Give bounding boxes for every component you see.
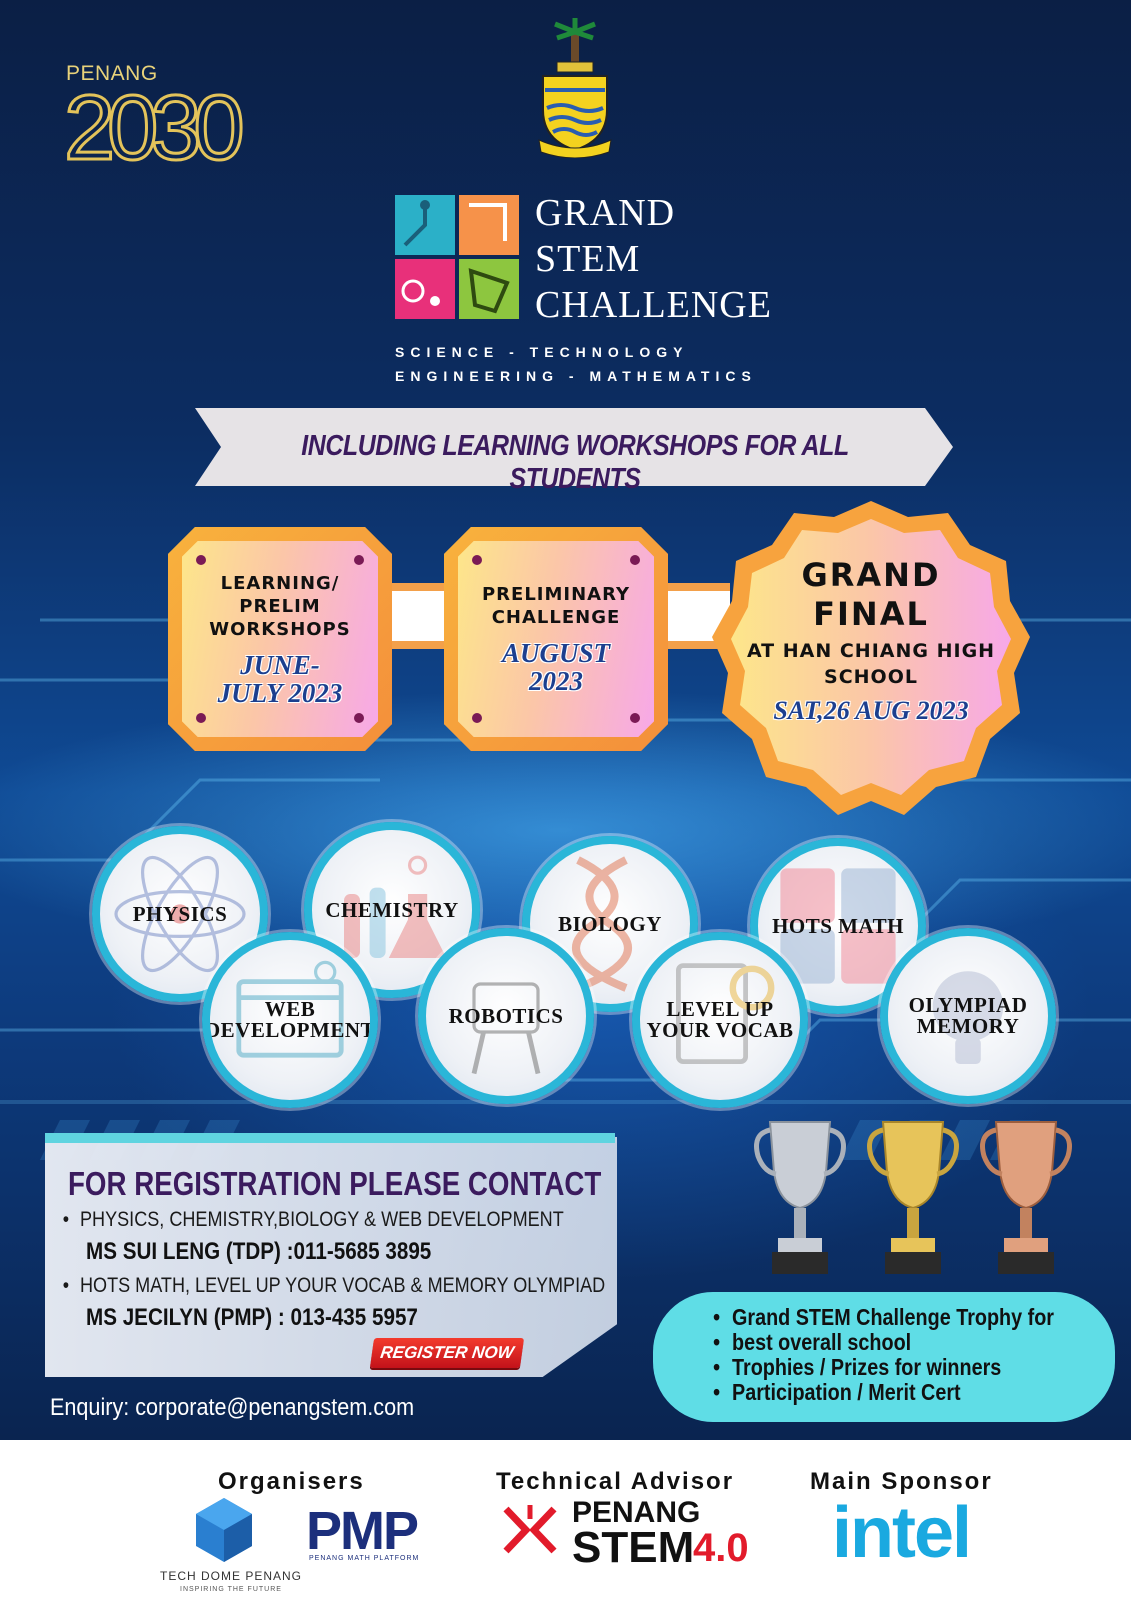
penang-stem-version: 4.0 — [693, 1526, 749, 1570]
subtitle-line-2: ENGINEERING - MATHEMATICS — [395, 368, 757, 384]
enquiry-email[interactable]: Enquiry: corporate@penangstem.com — [50, 1394, 415, 1421]
sponsor-footer — [0, 1440, 1131, 1600]
registration-contact-2: MS JECILYN (PMP) : 013-435 5957 — [86, 1304, 418, 1331]
tech-dome-tagline: INSPIRING THE FUTURE — [180, 1586, 282, 1593]
stage-date: AUGUST 2023 — [501, 638, 610, 696]
math-operators-icon — [780, 868, 896, 984]
subject-label: ROBOTICS — [448, 1003, 564, 1028]
organisers-label: Organisers — [218, 1468, 365, 1495]
penang-stem-name: PENANG — [572, 1496, 701, 1529]
registration-group-1: PHYSICS, CHEMISTRY,BIOLOGY & WEB DEVELOP… — [63, 1208, 564, 1232]
stage-title: PRELIMINARY CHALLENGE — [481, 584, 631, 628]
rivet-dot — [354, 713, 364, 723]
event-title: GRAND STEM CHALLENGE — [535, 190, 772, 328]
grand-final-venue: AT HAN CHIANG HIGH SCHOOL — [746, 640, 996, 688]
atom-icon — [114, 855, 246, 973]
silver-trophy-icon — [754, 1121, 846, 1274]
stage-preliminary: PRELIMINARY CHALLENGE AUGUST 2023 — [444, 527, 668, 751]
rivet-dot — [196, 555, 206, 565]
vocabulary-icon — [676, 963, 775, 1064]
subject-web-development: WEB DEVELOPMENT — [202, 932, 378, 1108]
prize-item: best overall school — [713, 1330, 1054, 1356]
gold-trophy-icon — [867, 1121, 959, 1274]
subject-olympiad-memory: OLYMPIAD MEMORY — [880, 928, 1056, 1104]
intel-logo: intel — [832, 1493, 972, 1573]
subtitle-line-1: SCIENCE - TECHNOLOGY — [395, 344, 689, 360]
title-line-3: CHALLENGE — [535, 284, 772, 326]
technical-advisor-label: Technical Advisor — [496, 1468, 735, 1495]
subject-robotics: ROBOTICS — [418, 928, 594, 1104]
pmp-logo: PMP — [306, 1501, 419, 1561]
rivet-dot — [630, 713, 640, 723]
subject-label: WEB DEVELOPMENT — [205, 997, 376, 1042]
robot-icon — [471, 982, 541, 1075]
registration-heading: FOR REGISTRATION PLEASE CONTACT — [68, 1165, 602, 1202]
dna-icon — [572, 856, 632, 992]
penang-stem-logo-icon — [503, 1505, 557, 1554]
subject-label: CHEMISTRY — [325, 897, 459, 922]
grand-final-title: GRAND FINAL — [801, 556, 941, 633]
title-line-1: GRAND — [535, 192, 676, 234]
subject-label: HOTS MATH — [772, 913, 904, 938]
subject-label: BIOLOGY — [558, 911, 662, 936]
register-now-button[interactable]: REGISTER NOW — [369, 1338, 525, 1368]
prize-item: Participation / Merit Cert — [713, 1380, 1054, 1406]
stage-date: JUNE- JULY 2023 — [217, 649, 343, 708]
grand-final-date: SAT,26 AUG 2023 — [773, 696, 969, 725]
rivet-dot — [630, 555, 640, 565]
title-line-2: STEM — [535, 238, 641, 280]
stage-title: LEARNING/ PRELIM WORKSHOPS — [209, 572, 351, 640]
tech-dome-logo-icon — [196, 1498, 252, 1562]
penang-2030-logo: PENANG 2030 — [62, 58, 302, 181]
subject-label: OLYMPIAD MEMORY — [908, 993, 1028, 1038]
rivet-dot — [472, 555, 482, 565]
subject-label: PHYSICS — [132, 901, 228, 926]
rivet-dot — [472, 713, 482, 723]
bronze-trophy-icon — [980, 1121, 1072, 1274]
web-browser-icon — [236, 960, 344, 1058]
registration-panel — [45, 1137, 617, 1377]
prize-item: Grand STEM Challenge Trophy for — [713, 1305, 1054, 1331]
pmp-subtitle: PENANG MATH PLATFORM — [309, 1555, 420, 1562]
grand-stem-logo-icon — [395, 195, 519, 319]
rivet-dot — [196, 713, 206, 723]
event-subtitle: SCIENCE - TECHNOLOGY ENGINEERING - MATHE… — [395, 340, 757, 388]
penang-crest-icon — [538, 18, 612, 158]
registration-group-2: HOTS MATH, LEVEL UP YOUR VOCAB & MEMORY … — [63, 1274, 605, 1298]
workshop-banner-text: INCLUDING LEARNING WORKSHOPS FOR ALL STU… — [301, 430, 849, 495]
main-sponsor-label: Main Sponsor — [810, 1468, 993, 1495]
lab-flask-icon — [344, 855, 447, 958]
registration-contact-1: MS SUI LENG (TDP) :011-5685 3895 — [86, 1238, 432, 1265]
prize-item: Trophies / Prizes for winners — [713, 1355, 1054, 1381]
prizes-list: Grand STEM Challenge Trophy for best ove… — [713, 1305, 1106, 1406]
subject-level-up-vocab: LEVEL UP YOUR VOCAB — [632, 932, 808, 1108]
penang-2030-label: PENANG — [66, 62, 158, 85]
penang-2030-number: 2030 — [63, 76, 247, 181]
workshop-banner — [195, 408, 953, 486]
registration-panel-accent — [45, 1133, 615, 1143]
rivet-dot — [354, 555, 364, 565]
grand-final-badge — [712, 501, 1030, 815]
grand-final-text: GRAND FINAL AT HAN CHIANG HIGH SCHOOL SA… — [740, 556, 1002, 726]
stage-workshops: LEARNING/ PRELIM WORKSHOPS JUNE- JULY 20… — [168, 527, 392, 751]
subject-label: LEVEL UP YOUR VOCAB — [646, 997, 794, 1042]
tech-dome-name: TECH DOME PENANG — [160, 1569, 303, 1583]
brain-bulb-icon — [932, 971, 1004, 1064]
penang-stem-word: STEM — [572, 1523, 695, 1572]
